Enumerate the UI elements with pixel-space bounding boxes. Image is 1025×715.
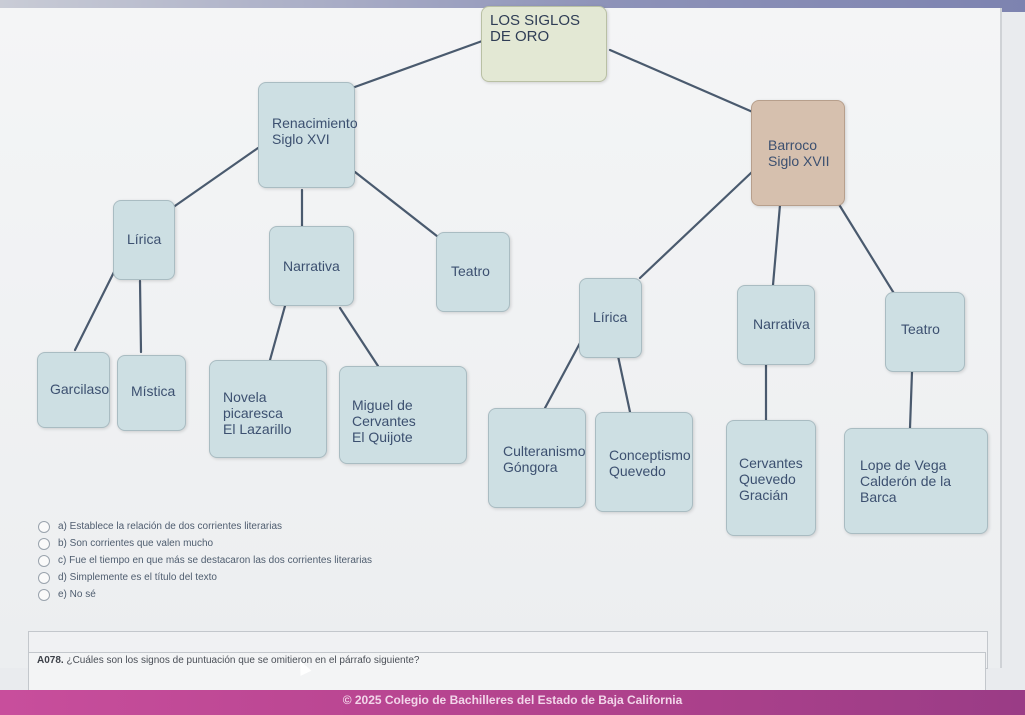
radio-button[interactable] <box>38 520 50 533</box>
option-label: b) Son corrientes que valen mucho <box>58 538 214 549</box>
radio-button[interactable] <box>38 571 50 584</box>
node-sublabel: Siglo XVII <box>768 153 830 169</box>
connector <box>908 370 914 430</box>
node-sublabel: Siglo XVI <box>272 131 330 147</box>
question-text: ¿Cuáles son los signos de puntuación que… <box>66 655 420 666</box>
node-label: Barroco <box>768 137 818 153</box>
radio-button[interactable] <box>38 588 50 601</box>
option-b[interactable]: b) Son corrientes que valen mucho <box>38 535 372 552</box>
node-mistica: Mística <box>117 355 186 431</box>
node-label: Teatro <box>451 263 490 279</box>
node-label: Mística <box>131 383 176 399</box>
option-label: c) Fue el tiempo en que más se destacaro… <box>58 555 373 566</box>
node-label: Garcilaso <box>50 381 110 397</box>
node-label: Lírica <box>127 231 162 247</box>
node-sublabel: Quevedo <box>739 471 796 487</box>
node-label: Narrativa <box>753 316 810 332</box>
connector <box>353 170 444 242</box>
node-label: Miguel de Cervantes <box>352 397 416 429</box>
footer-bar <box>0 690 1025 715</box>
answer-options: a) Establece la relación de dos corrient… <box>38 518 372 603</box>
node-conceptismo: Conceptismo Quevedo <box>595 412 693 512</box>
node-label: Culteranismo <box>503 443 586 459</box>
connector <box>833 196 897 297</box>
option-d[interactable]: d) Simplemente es el título del texto <box>38 569 372 586</box>
question-id: A078. <box>37 655 64 666</box>
footer-text: © 2025 Colegio de Bachilleres del Estado… <box>342 693 683 707</box>
connector <box>771 203 782 287</box>
node-teatro-autores: Lope de Vega Calderón de la Barca <box>844 428 988 534</box>
node-label: Teatro <box>901 321 940 337</box>
node-label: Lope de Vega <box>860 457 947 473</box>
node-garcilaso: Garcilaso <box>37 352 110 428</box>
connector <box>608 48 757 115</box>
radio-button[interactable] <box>38 537 50 550</box>
node-sublabel: El Quijote <box>352 429 413 445</box>
node-sublabel: Quevedo <box>609 463 666 479</box>
connector <box>616 354 632 414</box>
node-sublabel: Gracián <box>739 487 789 503</box>
node-bar-narrativa: Narrativa <box>737 285 815 365</box>
node-label: Renacimiento <box>272 115 358 131</box>
connector <box>638 170 754 280</box>
node-renacimiento: Renacimiento Siglo XVI <box>258 82 358 188</box>
node-label: Novela picaresca <box>223 389 283 421</box>
connector <box>543 341 582 410</box>
node-barroco: Barroco Siglo XVII <box>751 100 845 206</box>
option-label: d) Simplemente es el título del texto <box>58 572 217 583</box>
node-sublabel: Góngora <box>503 459 558 475</box>
connector <box>138 279 143 354</box>
node-cervantes-quijote: Miguel de Cervantes El Quijote <box>339 366 467 464</box>
connector <box>170 146 260 210</box>
question-card: A078. ¿Cuáles son los signos de puntuaci… <box>28 652 986 692</box>
node-sublabel: Calderón de la Barca <box>860 473 952 505</box>
radio-button[interactable] <box>38 554 50 567</box>
connector <box>350 38 487 90</box>
node-bar-teatro: Teatro <box>885 292 965 372</box>
option-a[interactable]: a) Establece la relación de dos corrient… <box>38 518 372 535</box>
option-c[interactable]: c) Fue el tiempo en que más se destacaro… <box>38 552 372 569</box>
node-label: Conceptismo <box>609 447 691 463</box>
node-label: LOS SIGLOS DE ORO <box>490 12 581 45</box>
connector <box>338 306 380 368</box>
option-label: e) No sé <box>58 589 96 600</box>
node-label: Lírica <box>593 309 628 325</box>
node-ren-teatro: Teatro <box>436 232 510 312</box>
node-label: Narrativa <box>283 258 340 274</box>
node-ren-lirica: Lírica <box>113 200 175 280</box>
connector <box>73 262 120 352</box>
node-narrativa-autores: Cervantes Quevedo Gracián <box>726 420 816 536</box>
option-e[interactable]: e) No sé <box>38 586 372 603</box>
option-label: a) Establece la relación de dos corrient… <box>58 521 282 532</box>
node-novela-picaresca: Novela picaresca El Lazarillo <box>209 360 327 458</box>
node-culteranismo: Culteranismo Góngora <box>488 408 586 508</box>
connector <box>268 304 287 362</box>
node-bar-lirica: Lírica <box>579 278 642 358</box>
node-sublabel: El Lazarillo <box>223 421 292 437</box>
node-siglos-de-oro: LOS SIGLOS DE ORO <box>481 6 607 82</box>
node-label: Cervantes <box>739 455 803 471</box>
node-ren-narrativa: Narrativa <box>269 226 354 306</box>
